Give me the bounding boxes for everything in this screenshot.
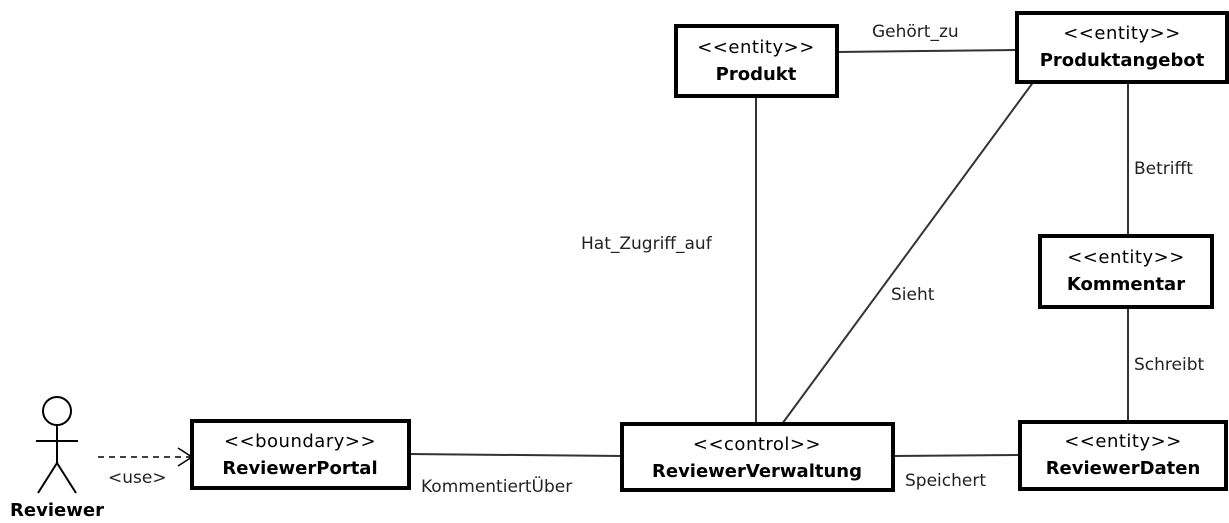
- label-schreibt: Schreibt: [1134, 355, 1205, 375]
- class-kommentar[interactable]: <<entity>> Kommentar: [1038, 234, 1214, 309]
- class-name: ReviewerPortal: [222, 458, 377, 479]
- class-name: ReviewerDaten: [1046, 458, 1201, 479]
- stereotype-label: <<boundary>>: [224, 431, 376, 452]
- class-produkt[interactable]: <<entity>> Produkt: [674, 24, 839, 98]
- reviewer-actor[interactable]: [36, 396, 78, 494]
- class-name: ReviewerVerwaltung: [652, 461, 862, 482]
- actor-name: Reviewer: [10, 500, 104, 521]
- stereotype-label: <<entity>>: [1064, 431, 1182, 452]
- actor-right-leg: [56, 462, 77, 494]
- actor-left-leg: [37, 462, 58, 494]
- class-reviewerverwaltung[interactable]: <<control>> ReviewerVerwaltung: [620, 422, 895, 492]
- stereotype-label: <<entity>>: [1063, 23, 1181, 44]
- class-name: Kommentar: [1067, 274, 1185, 295]
- label-speichert: Speichert: [905, 471, 986, 491]
- actor-head: [42, 396, 72, 426]
- class-produktangebot[interactable]: <<entity>> Produktangebot: [1015, 11, 1229, 84]
- class-name: Produkt: [716, 64, 797, 85]
- label-gehoert-zu: Gehört_zu: [872, 22, 959, 42]
- class-reviewerdaten[interactable]: <<entity>> ReviewerDaten: [1018, 420, 1228, 491]
- stereotype-label: <<entity>>: [1067, 247, 1185, 268]
- label-betrifft: Betrifft: [1134, 159, 1193, 179]
- association-speichert-line: [892, 454, 1021, 457]
- label-hat-zugriff-auf: Hat_Zugriff_auf: [581, 234, 713, 254]
- stereotype-label: <<entity>>: [697, 37, 815, 58]
- class-reviewerportal[interactable]: <<boundary>> ReviewerPortal: [190, 419, 411, 490]
- stereotype-label: <<control>>: [693, 434, 821, 455]
- association-kommentiert-line: [408, 453, 623, 457]
- label-sieht: Sieht: [891, 285, 935, 305]
- association-sieht-line: [781, 76, 1038, 425]
- label-kommentiert-ueber: KommentiertÜber: [421, 475, 572, 497]
- class-name: Produktangebot: [1040, 50, 1205, 71]
- label-use: <use>: [108, 468, 167, 488]
- association-gehoert-zu-line: [836, 49, 1018, 53]
